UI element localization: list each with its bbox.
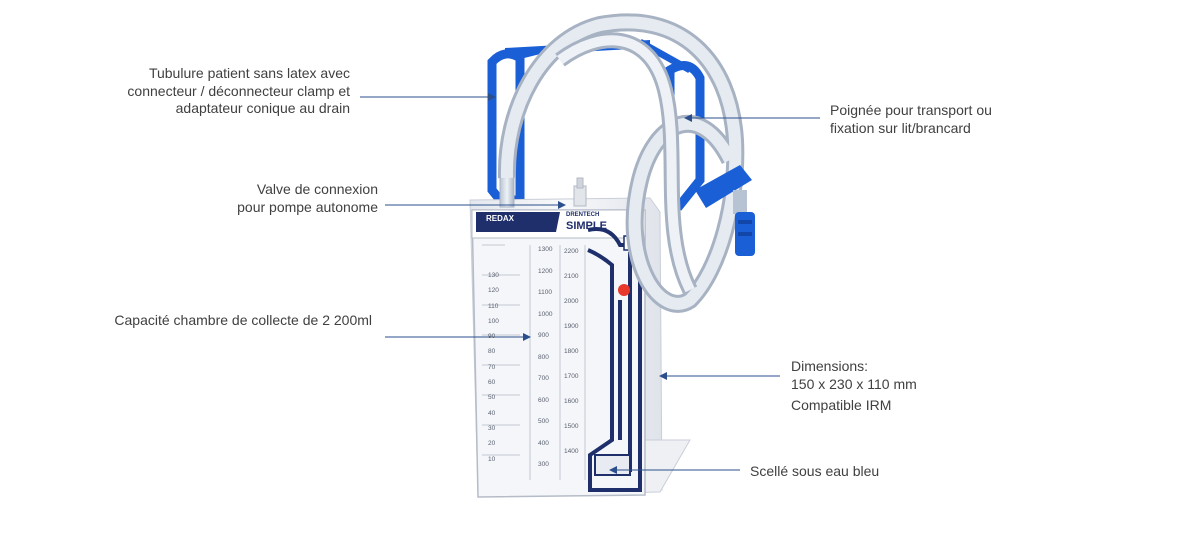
patient-tubing bbox=[497, 13, 745, 313]
device-model: SIMPLE bbox=[566, 220, 607, 232]
scale-tick-label: 800 bbox=[538, 353, 549, 361]
callout-handle: Poignée pour transport ou fixation sur l… bbox=[830, 102, 992, 137]
scale-tick-label: 1800 bbox=[564, 348, 579, 355]
scale-tick-label: 1000 bbox=[538, 310, 553, 318]
scale-tick-label: 60 bbox=[488, 379, 496, 387]
scale-tick-label: 1900 bbox=[564, 323, 579, 330]
scale-middle: 1300 1200 1100 1000 900 800 700 600 500 400 300 bbox=[538, 239, 552, 476]
scale-tick-label: 70 bbox=[488, 363, 496, 371]
scale-tick-label: 1500 bbox=[564, 423, 579, 430]
scale-tick-label: 2200 bbox=[564, 248, 579, 255]
scale-tick-label: 100 bbox=[488, 317, 499, 325]
scale-tick-label: 130 bbox=[488, 272, 499, 279]
scale-tick-label: 110 bbox=[488, 302, 499, 310]
graduation-lines bbox=[482, 244, 586, 480]
scale-tick-label: 80 bbox=[488, 348, 496, 356]
scale-tick-label: 1400 bbox=[564, 448, 579, 455]
scale-tick-label: 600 bbox=[538, 396, 549, 404]
scale-tick-label: 30 bbox=[488, 424, 496, 432]
scale-tick-label: 1200 bbox=[538, 267, 553, 275]
callout-line: Compatible IRM bbox=[791, 397, 892, 413]
scale-tick-label: 50 bbox=[488, 394, 496, 402]
device-product-line: DRENTECH bbox=[566, 212, 600, 218]
callout-line: connecteur / déconnecteur clamp et bbox=[127, 82, 350, 99]
scale-tick-label: 400 bbox=[538, 439, 549, 447]
scale-tick-label: 120 bbox=[488, 287, 499, 295]
callout-line: Valve de connexion bbox=[256, 181, 378, 197]
scale-tick-label: 1700 bbox=[564, 373, 579, 380]
callout-water-seal: Scellé sous eau bleu bbox=[750, 463, 879, 481]
callout-patient-tubing: Tubulure patient sans latex avec connect… bbox=[127, 65, 350, 118]
scale-tick-label: 1100 bbox=[538, 289, 552, 296]
scale-tick-label: 900 bbox=[538, 332, 549, 339]
scale-tick-label: 500 bbox=[538, 418, 549, 425]
red-indicator bbox=[618, 284, 630, 296]
callout-connection-valve: Valve de connexion pour pompe autonome bbox=[237, 181, 378, 216]
scale-tick-label: 300 bbox=[538, 461, 549, 468]
scale-tick-label: 1600 bbox=[564, 398, 579, 405]
callout-line: fixation sur lit/brancard bbox=[830, 119, 971, 136]
scale-left: 130 120 110 100 90 80 70 60 50 40 30 20 10 bbox=[488, 268, 499, 467]
callout-line: 150 x 230 x 110 mm bbox=[791, 375, 917, 392]
callout-line: Poignée pour transport ou bbox=[830, 102, 992, 118]
callout-capacity: Capacité chambre de collecte de 2 200ml bbox=[114, 312, 372, 330]
callout-dimensions: Dimensions: 150 x 230 x 110 mm Compatibl… bbox=[791, 358, 917, 415]
scale-right: 2200 2100 2000 1900 1800 1700 1600 1500 1400 bbox=[564, 239, 578, 464]
callout-line: pour pompe autonome bbox=[237, 198, 378, 215]
callout-line: Capacité chambre de collecte de 2 200ml bbox=[114, 312, 372, 328]
scale-tick-label: 1300 bbox=[538, 246, 553, 253]
scale-tick-label: 40 bbox=[488, 409, 496, 417]
scale-tick-label: 2000 bbox=[564, 298, 579, 305]
scale-tick-label: 90 bbox=[488, 333, 496, 341]
callout-arrowheads bbox=[488, 93, 692, 474]
scale-tick-label: 20 bbox=[488, 440, 496, 448]
callout-line: Dimensions: bbox=[791, 358, 869, 374]
scale-tick-label: 2100 bbox=[564, 273, 579, 280]
callout-line: Tubulure patient sans latex avec bbox=[148, 65, 350, 81]
brand-label bbox=[476, 212, 560, 232]
tube-stub bbox=[499, 174, 515, 208]
connection-valve bbox=[573, 177, 587, 207]
callout-leader-lines bbox=[360, 96, 820, 471]
callout-line: Scellé sous eau bleu bbox=[750, 463, 880, 479]
blue-seal-chamber bbox=[594, 454, 631, 476]
scale-tick-label: 700 bbox=[538, 375, 549, 382]
blue-clamp-connector bbox=[695, 165, 755, 256]
scale-tick-label: 10 bbox=[488, 455, 496, 463]
device-brand: REDAX bbox=[486, 214, 515, 223]
callout-line: adaptateur conique au drain bbox=[175, 100, 350, 116]
